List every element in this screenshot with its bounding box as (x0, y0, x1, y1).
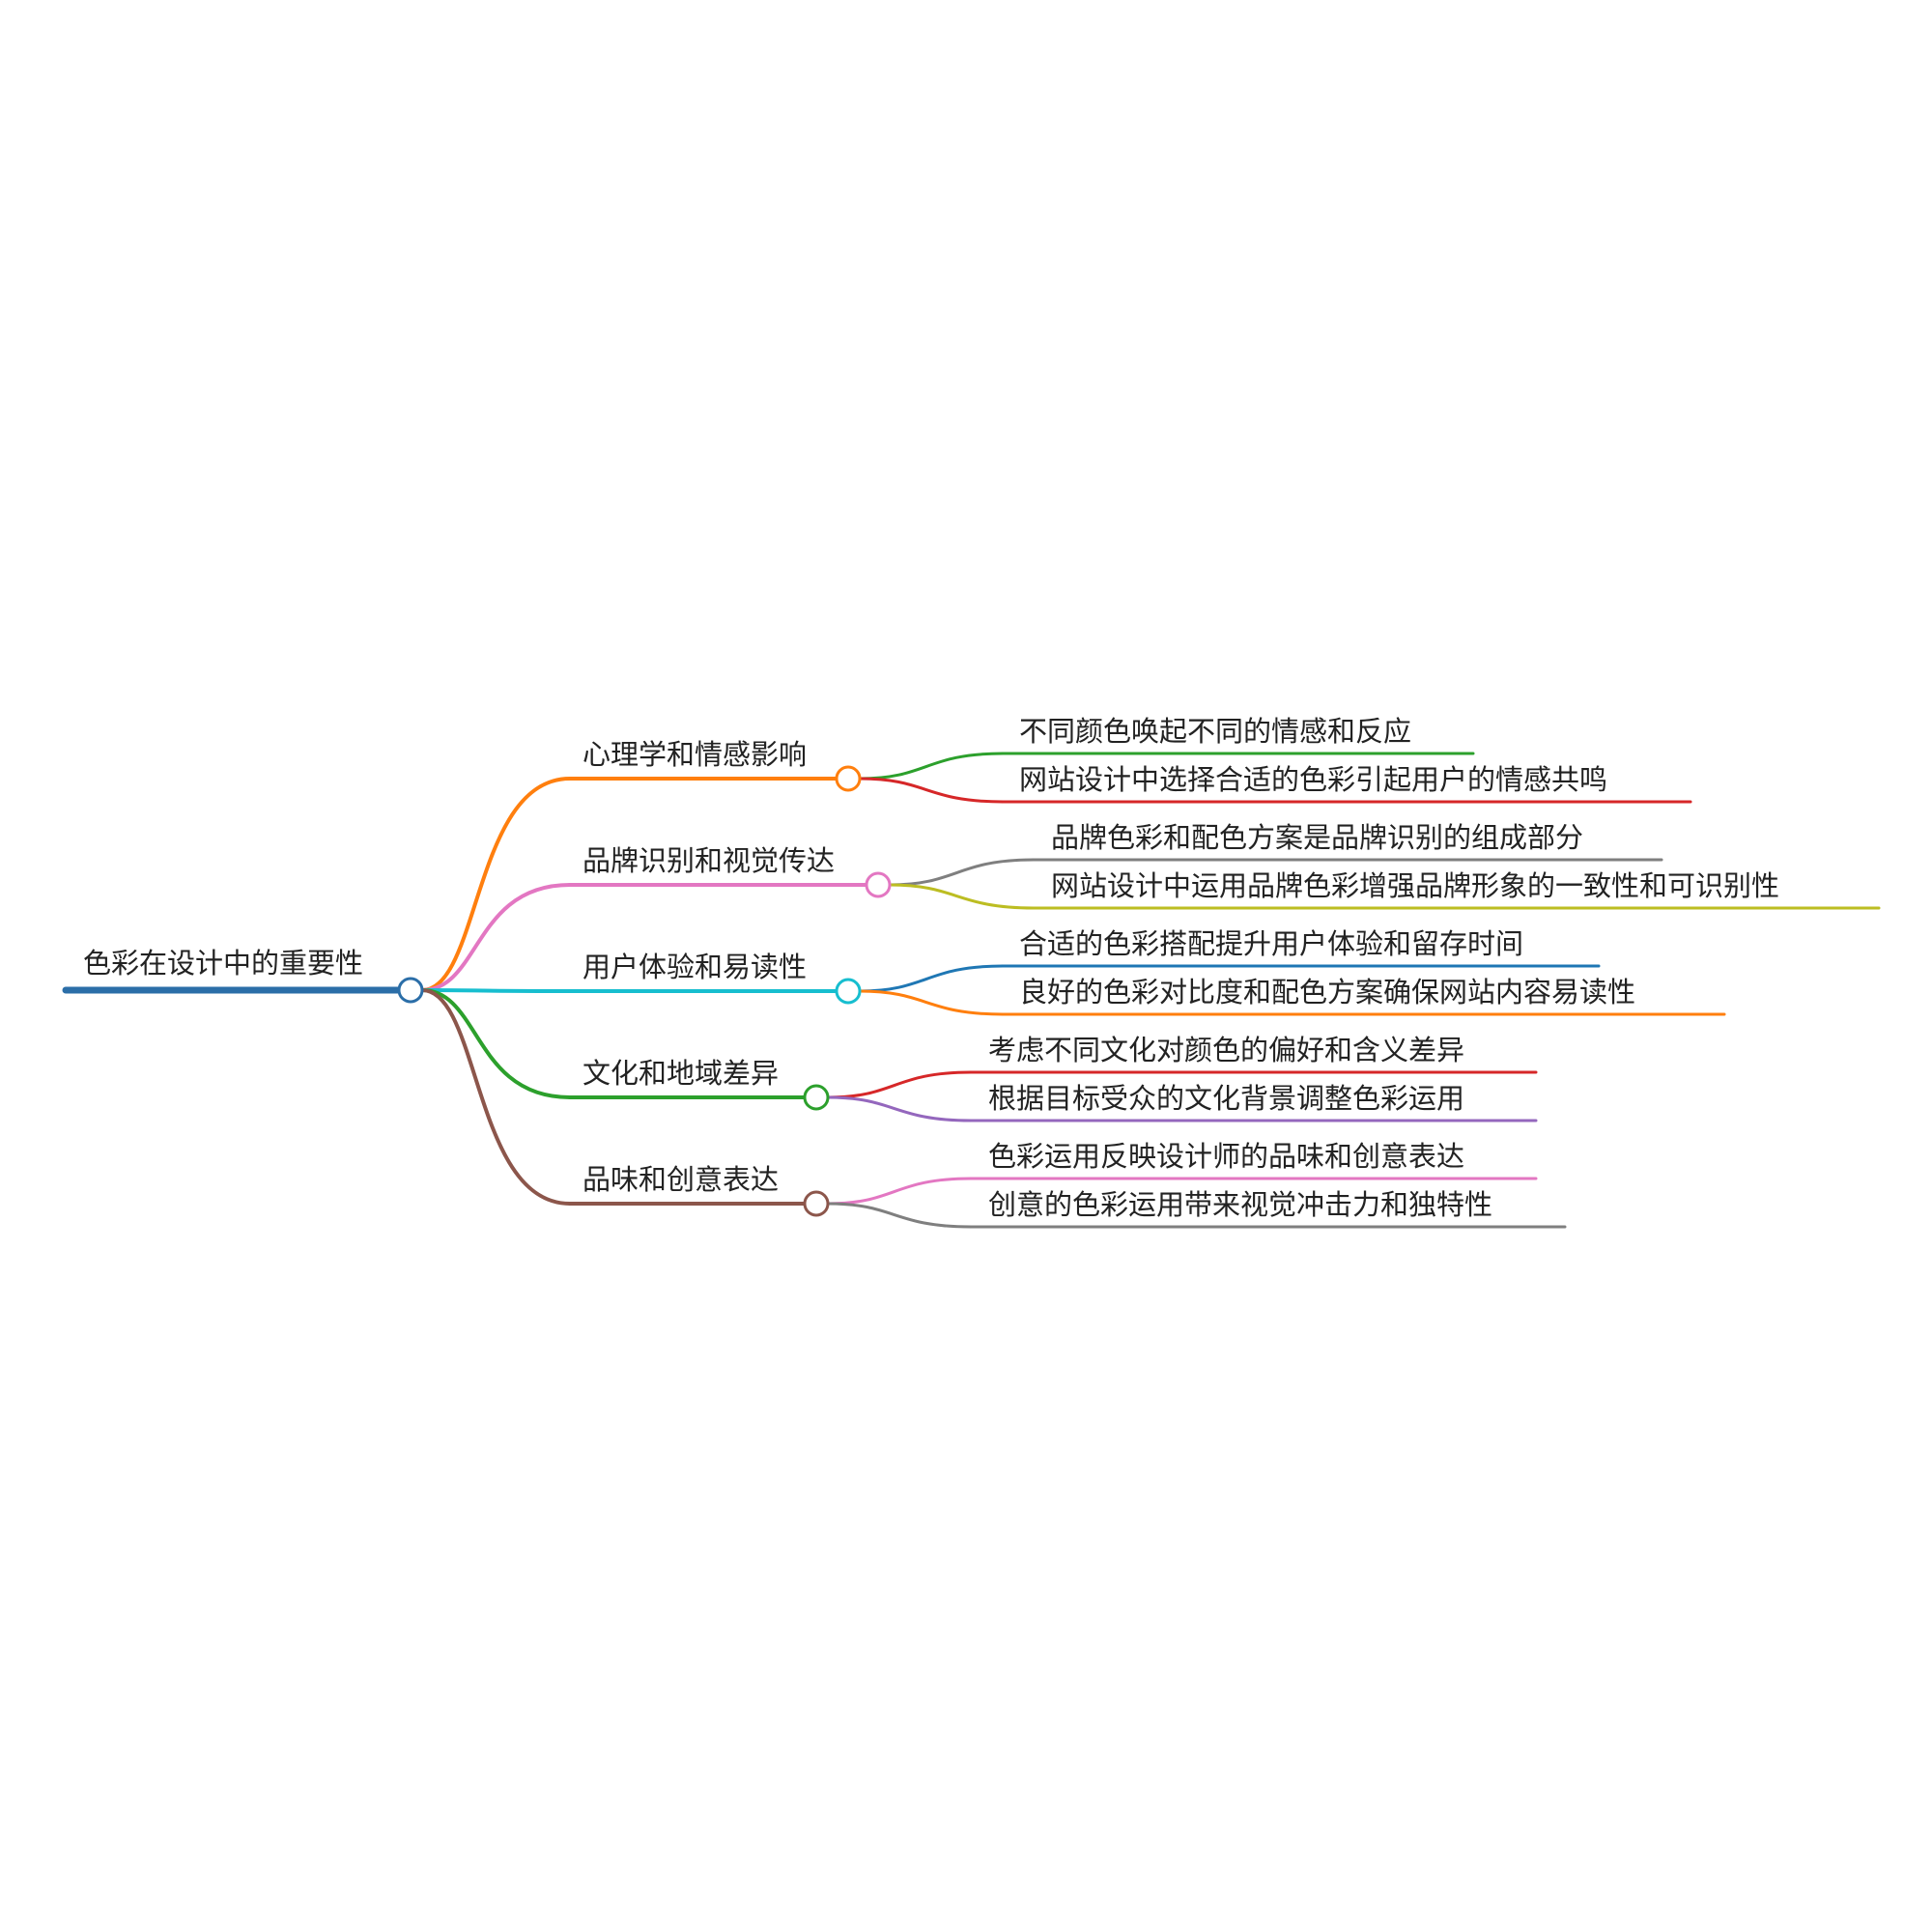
child-label: 色彩运用反映设计师的品味和创意表达 (988, 1140, 1464, 1173)
branch-label: 心理学和情感影响 (582, 738, 807, 771)
branch-collapse-toggle[interactable] (865, 871, 892, 898)
root-label: 色彩在设计中的重要性 (83, 947, 363, 980)
branch-collapse-toggle[interactable] (835, 978, 862, 1005)
child-label: 不同颜色唤起不同的情感和反应 (1019, 715, 1411, 748)
child-label: 合适的色彩搭配提升用户体验和留存时间 (1019, 927, 1523, 960)
child-label: 创意的色彩运用带来视觉冲击力和独特性 (988, 1188, 1492, 1221)
child-label: 根据目标受众的文化背景调整色彩运用 (988, 1082, 1464, 1115)
child-connector (826, 1202, 973, 1229)
branch-label: 用户体验和易读性 (582, 951, 807, 983)
nodes-layer: 色彩在设计中的重要性 心理学和情感影响 不同颜色唤起不同的情感和反应网站设计中选择合… (83, 715, 1779, 1221)
branch-label: 文化和地域差异 (582, 1057, 779, 1090)
root-collapse-toggle[interactable] (397, 977, 424, 1004)
branch-collapse-toggle[interactable] (835, 765, 862, 792)
branch-connector (420, 777, 572, 992)
child-connector (858, 989, 1005, 1016)
child-label: 网站设计中运用品牌色彩增强品牌形象的一致性和可识别性 (1051, 869, 1779, 902)
branch-connector (420, 988, 572, 1099)
child-connector (826, 1177, 973, 1206)
child-label: 良好的色彩对比度和配色方案确保网站内容易读性 (1019, 976, 1635, 1009)
links-layer (62, 752, 1881, 1229)
branch-connector (420, 988, 572, 993)
branch-label: 品味和创意表达 (582, 1163, 779, 1196)
child-connector (888, 883, 1036, 910)
child-connector (826, 1095, 973, 1122)
branch-connector (420, 883, 572, 992)
branch-connector (420, 988, 572, 1206)
child-label: 品牌色彩和配色方案是品牌识别的组成部分 (1051, 821, 1583, 854)
child-label: 网站设计中选择合适的色彩引起用户的情感共鸣 (1019, 763, 1607, 796)
branch-collapse-toggle[interactable] (803, 1084, 830, 1111)
child-connector (888, 858, 1036, 887)
child-connector (858, 964, 1005, 993)
child-label: 考虑不同文化对颜色的偏好和含义差异 (988, 1034, 1464, 1066)
branch-collapse-toggle[interactable] (803, 1190, 830, 1217)
child-connector (826, 1070, 973, 1099)
branch-label: 品牌识别和视觉传达 (582, 844, 835, 877)
child-connector (858, 752, 1005, 781)
child-connector (858, 777, 1005, 804)
